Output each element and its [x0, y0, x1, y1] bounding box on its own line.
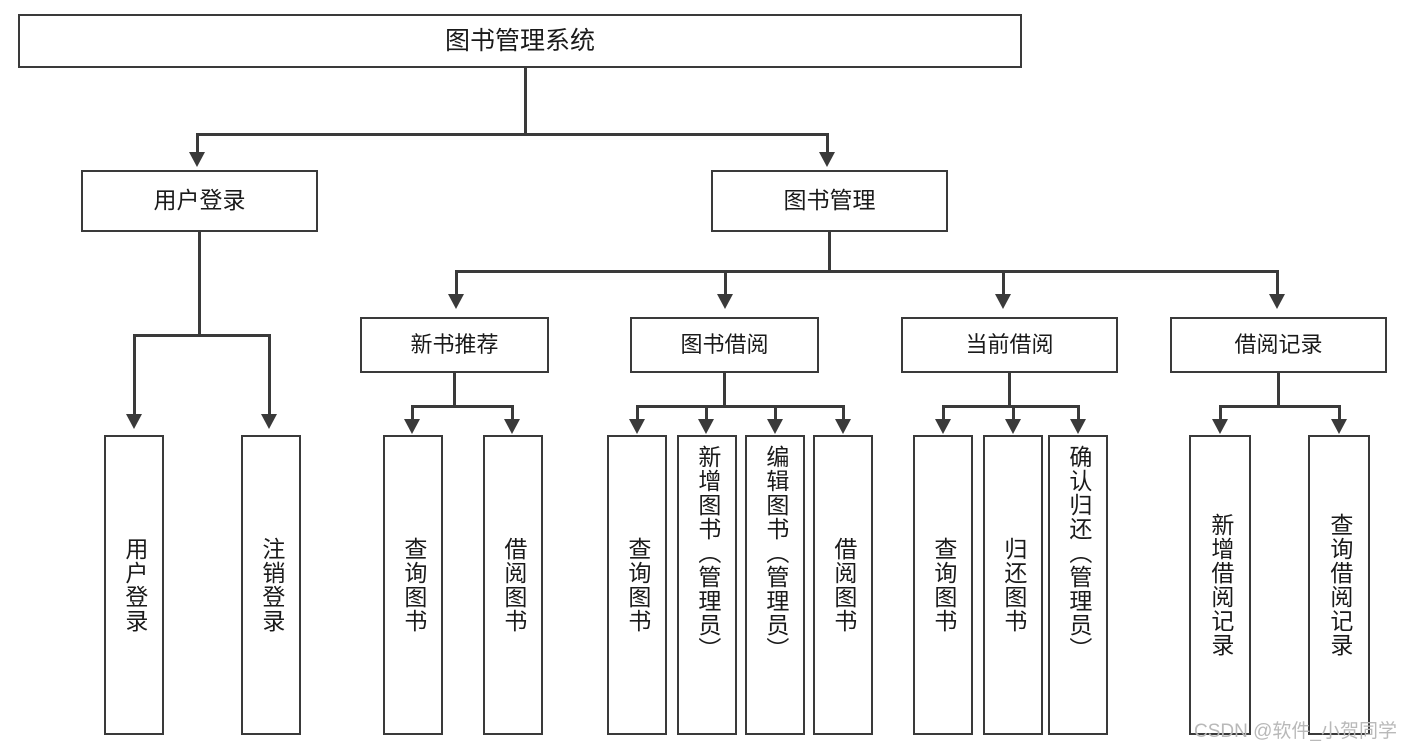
arrowhead-borrow-record	[1269, 294, 1285, 309]
arrowhead-book-borrow	[717, 294, 733, 309]
arrowhead-leaf-cb-confirm-return	[1070, 419, 1086, 434]
leaf-br-add-record[interactable]: 新增借阅记录	[1189, 435, 1251, 735]
node-user-login[interactable]: 用户登录	[81, 170, 318, 232]
connector-book-manage-bus	[455, 270, 1279, 273]
connector-drop-book-manage	[826, 133, 829, 156]
node-label: 查询借阅记录	[1326, 513, 1353, 657]
connector-book-borrow-stem	[723, 373, 726, 407]
connector-drop-user-login	[196, 133, 199, 156]
connector-root-stem	[524, 68, 527, 135]
connector-drop-current-borrow	[1002, 270, 1005, 298]
leaf-cb-return-book[interactable]: 归还图书	[983, 435, 1043, 735]
connector-drop-leaf-rec-borrow-book	[511, 405, 514, 423]
node-label: 用户登录	[121, 537, 148, 633]
connector-drop-leaf-cb-query-book	[942, 405, 945, 423]
node-label: 新增图书（管理员）	[694, 445, 721, 661]
arrowhead-leaf-bb-borrow-book	[835, 419, 851, 434]
node-book-borrow[interactable]: 图书借阅	[630, 317, 819, 373]
connector-drop-leaf-br-query-record	[1338, 405, 1341, 423]
connector-drop-leaf-user-login	[133, 334, 136, 418]
node-label: 图书管理	[783, 187, 876, 214]
leaf-bb-query-book[interactable]: 查询图书	[607, 435, 667, 735]
node-label: 借阅记录	[1234, 331, 1323, 357]
connector-drop-borrow-record	[1276, 270, 1279, 298]
node-borrow-record[interactable]: 借阅记录	[1170, 317, 1387, 373]
arrowhead-leaf-bb-query-book	[629, 419, 645, 434]
connector-user-login-stem	[198, 232, 201, 336]
leaf-user-logout[interactable]: 注销登录	[241, 435, 301, 735]
connector-drop-book-borrow	[724, 270, 727, 298]
connector-current-borrow-bus	[942, 405, 1079, 408]
connector-drop-leaf-bb-query-book	[636, 405, 639, 423]
connector-drop-leaf-user-logout	[268, 334, 271, 418]
node-label: 借阅图书	[500, 537, 527, 633]
connector-drop-leaf-rec-query-book	[411, 405, 414, 423]
node-book-management-system[interactable]: 图书管理系统	[18, 14, 1022, 68]
arrowhead-leaf-rec-query-book	[404, 419, 420, 434]
arrowhead-leaf-cb-return-book	[1005, 419, 1021, 434]
arrowhead-leaf-bb-edit-book	[767, 419, 783, 434]
arrowhead-new-book-recommend	[448, 294, 464, 309]
connector-drop-new-book-recommend	[455, 270, 458, 298]
arrowhead-leaf-user-logout	[261, 414, 277, 429]
arrowhead-leaf-br-add-record	[1212, 419, 1228, 434]
connector-book-manage-stem	[828, 232, 831, 272]
leaf-bb-borrow-book[interactable]: 借阅图书	[813, 435, 873, 735]
node-label: 当前借阅	[965, 331, 1054, 357]
leaf-rec-borrow-book[interactable]: 借阅图书	[483, 435, 543, 735]
leaf-cb-query-book[interactable]: 查询图书	[913, 435, 973, 735]
node-label: 查询图书	[624, 537, 651, 633]
connector-drop-leaf-bb-add-book	[705, 405, 708, 423]
leaf-bb-add-book[interactable]: 新增图书（管理员）	[677, 435, 737, 735]
connector-drop-leaf-cb-return-book	[1012, 405, 1015, 423]
arrowhead-leaf-cb-query-book	[935, 419, 951, 434]
connector-user-login-bus	[133, 334, 270, 337]
connector-book-borrow-bus	[636, 405, 844, 408]
connector-drop-leaf-bb-borrow-book	[842, 405, 845, 423]
arrowhead-leaf-user-login	[126, 414, 142, 429]
leaf-user-login[interactable]: 用户登录	[104, 435, 164, 735]
node-label: 查询图书	[930, 537, 957, 633]
node-label: 借阅图书	[830, 537, 857, 633]
connector-drop-leaf-bb-edit-book	[774, 405, 777, 423]
connector-new-book-recommend-stem	[453, 373, 456, 407]
arrowhead-current-borrow	[995, 294, 1011, 309]
connector-borrow-record-stem	[1277, 373, 1280, 407]
leaf-bb-edit-book[interactable]: 编辑图书（管理员）	[745, 435, 805, 735]
node-new-book-recommend[interactable]: 新书推荐	[360, 317, 549, 373]
node-label: 编辑图书（管理员）	[762, 445, 789, 661]
node-current-borrow[interactable]: 当前借阅	[901, 317, 1118, 373]
connector-drop-leaf-br-add-record	[1219, 405, 1222, 423]
arrowhead-book-manage	[819, 152, 835, 167]
connector-current-borrow-stem	[1008, 373, 1011, 407]
node-label: 确认归还（管理员）	[1065, 445, 1092, 661]
connector-level1-bus	[196, 133, 828, 136]
connector-borrow-record-bus	[1219, 405, 1341, 408]
leaf-cb-confirm-return[interactable]: 确认归还（管理员）	[1048, 435, 1108, 735]
node-book-manage[interactable]: 图书管理	[711, 170, 948, 232]
leaf-br-query-record[interactable]: 查询借阅记录	[1308, 435, 1370, 735]
arrowhead-leaf-br-query-record	[1331, 419, 1347, 434]
arrowhead-leaf-rec-borrow-book	[504, 419, 520, 434]
connector-new-book-recommend-bus	[411, 405, 513, 408]
node-label: 归还图书	[1000, 537, 1027, 633]
node-label: 新书推荐	[410, 331, 499, 357]
node-label: 注销登录	[258, 537, 285, 633]
leaf-rec-query-book[interactable]: 查询图书	[383, 435, 443, 735]
node-label: 图书借阅	[680, 331, 769, 357]
arrowhead-user-login	[189, 152, 205, 167]
connector-drop-leaf-cb-confirm-return	[1077, 405, 1080, 423]
node-label: 图书管理系统	[444, 27, 595, 55]
node-label: 查询图书	[400, 537, 427, 633]
node-label: 用户登录	[153, 187, 246, 214]
arrowhead-leaf-bb-add-book	[698, 419, 714, 434]
node-label: 新增借阅记录	[1207, 513, 1234, 657]
